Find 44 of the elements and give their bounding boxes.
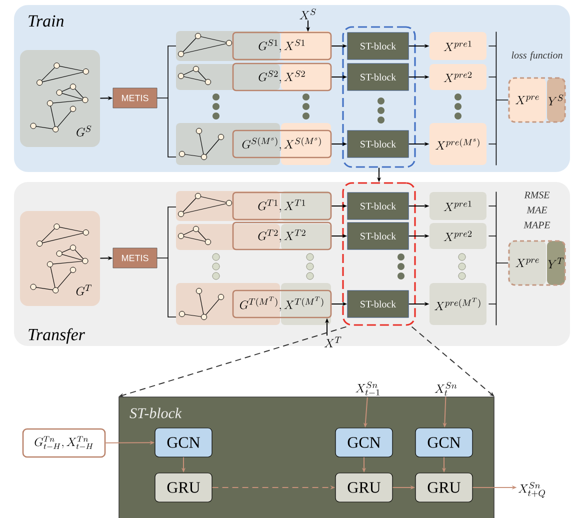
metric-label: RMSE (524, 192, 550, 198)
dashed-group (342, 26, 416, 168)
graph-box: $G^S$ (20, 50, 100, 147)
input-label: $X^S$ (300, 8, 316, 20)
recurrent-box: GRU (415, 472, 473, 502)
subgraph-feature-box: $G^{T(M^T)},X^{T(M^T)}$ (232, 290, 332, 318)
bracket-connector (488, 191, 509, 326)
prediction-box: $X^{pre(M^s)}$ (430, 123, 486, 165)
recurrent-box: GRU (335, 472, 393, 502)
process-box: METIS (112, 248, 158, 268)
prediction-box: $X^{pre2}$ (430, 223, 486, 249)
subgraph-feature-box: $G^{T2},X^{T2}$ (232, 222, 332, 250)
block-box: ST-block (347, 32, 409, 60)
recurrent-box: GRU (154, 472, 212, 502)
subgraph-feature-box: $G^{T1},X^{T1}$ (232, 192, 332, 220)
comparison-box: $X^{pre}$ $Y^S$ (508, 77, 566, 123)
subgraph-feature-box: $G^{S2},X^{S2}$ (232, 62, 332, 92)
layer-box: GCN (335, 428, 393, 458)
layer-box: GCN (154, 428, 212, 458)
input-label: $X^T$ (324, 336, 342, 348)
block-box: ST-block (347, 290, 409, 318)
input-box: $G^{Tn}_{t-H},X^{Tn}_{t-H}$ (22, 428, 106, 458)
prediction-box: $X^{pre1}$ (430, 32, 486, 60)
metric-label: MAE (526, 206, 548, 214)
block-box: ST-block (347, 192, 409, 220)
block-box: ST-block (347, 130, 409, 158)
input-label: $X^{Sn}_{t+Q}$ (518, 482, 546, 498)
comparison-box: $X^{pre}$ $Y^T$ (508, 240, 566, 286)
layer-box: GCN (415, 428, 473, 458)
prediction-box: $X^{pre2}$ (430, 64, 486, 90)
subgraph-feature-box: $G^{S(M^s)},X^{S(M^s)}$ (232, 130, 332, 158)
prediction-box: $X^{pre(M^T)}$ (430, 283, 486, 325)
block-box: ST-block (347, 222, 409, 250)
bracket-connector (488, 31, 509, 166)
dashed-group (342, 182, 416, 326)
graph-box: $G^T$ (20, 211, 100, 306)
block-box: ST-block (347, 63, 409, 91)
input-label: $X^{Sn}_{t-1}$ (356, 382, 380, 396)
metric-label: loss function (512, 51, 562, 61)
metric-label: MAPE (524, 222, 550, 228)
subgraph-feature-box: $G^{S1},X^{S1}$ (232, 32, 332, 60)
input-label: $X^{Sn}_{t}$ (434, 382, 457, 396)
prediction-box: $X^{pre1}$ (430, 192, 486, 220)
process-box: METIS (112, 88, 158, 108)
